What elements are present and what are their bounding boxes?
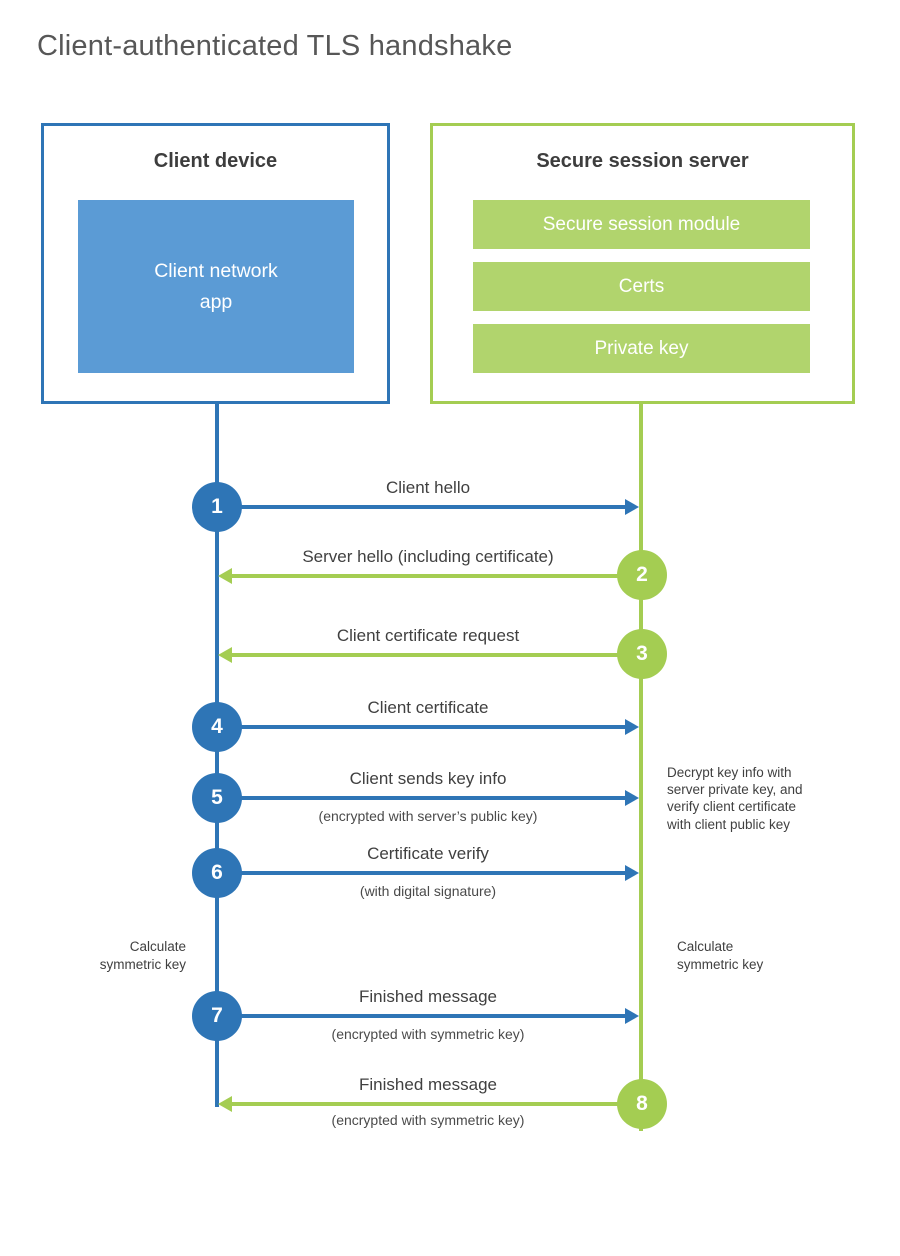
server-module-secure-session: Secure session module bbox=[473, 200, 810, 249]
client-device-title: Client device bbox=[153, 150, 278, 172]
secure-session-server-title: Secure session server bbox=[536, 150, 749, 172]
step-badge-1: 1 bbox=[192, 482, 242, 532]
arrow-step-8 bbox=[218, 1096, 620, 1112]
arrow-step-4 bbox=[240, 719, 639, 735]
arrow-step-2 bbox=[218, 568, 620, 584]
step-badge-4: 4 bbox=[192, 702, 242, 752]
message-sublabel-step-7: (encrypted with symmetric key) bbox=[331, 1026, 525, 1042]
arrowhead-left-icon bbox=[218, 1096, 232, 1112]
step-badge-8: 8 bbox=[617, 1079, 667, 1129]
arrow-step-6 bbox=[240, 865, 639, 881]
arrowhead-right-icon bbox=[625, 1008, 639, 1024]
message-sublabel-step-5: (encrypted with server’s public key) bbox=[318, 808, 538, 824]
client-network-app-label: Client network app bbox=[154, 260, 278, 313]
step-badge-6: 6 bbox=[192, 848, 242, 898]
decrypt-key-info-note: Decrypt key info with server private key… bbox=[667, 765, 803, 832]
arrowhead-left-icon bbox=[218, 647, 232, 663]
message-label-step-8: Finished message bbox=[359, 1075, 497, 1094]
arrowhead-right-icon bbox=[625, 865, 639, 881]
arrow-step-3 bbox=[218, 647, 620, 663]
calculate-symmetric-key-client: Calculate symmetric key bbox=[99, 939, 186, 972]
arrow-step-1 bbox=[240, 499, 639, 515]
message-label-step-3: Client certificate request bbox=[336, 626, 520, 645]
message-label-step-4: Client certificate bbox=[367, 698, 489, 717]
message-label-step-1: Client hello bbox=[385, 478, 471, 497]
step-badge-7: 7 bbox=[192, 991, 242, 1041]
step-badge-3: 3 bbox=[617, 629, 667, 679]
message-label-step-2: Server hello (including certificate) bbox=[302, 547, 554, 566]
message-label-step-6: Certificate verify bbox=[367, 844, 489, 863]
arrowhead-right-icon bbox=[625, 499, 639, 515]
step-badge-2: 2 bbox=[617, 550, 667, 600]
step-badge-5: 5 bbox=[192, 773, 242, 823]
client-network-app-box: Client network app bbox=[78, 200, 354, 373]
arrowhead-left-icon bbox=[218, 568, 232, 584]
server-module-certs: Certs bbox=[473, 262, 810, 311]
message-sublabel-step-8: (encrypted with symmetric key) bbox=[331, 1112, 525, 1128]
server-module-private-key: Private key bbox=[473, 324, 810, 373]
page-title: Client-authenticated TLS handshake bbox=[37, 30, 513, 62]
arrow-step-7 bbox=[240, 1008, 639, 1024]
arrow-step-5 bbox=[240, 790, 639, 806]
calculate-symmetric-key-server: Calculate symmetric key bbox=[677, 939, 764, 972]
message-label-step-7: Finished message bbox=[359, 987, 497, 1006]
server-lifeline bbox=[639, 404, 643, 1131]
client-lifeline bbox=[215, 404, 219, 1107]
arrowhead-right-icon bbox=[625, 790, 639, 806]
message-sublabel-step-6: (with digital signature) bbox=[359, 883, 497, 899]
message-label-step-5: Client sends key info bbox=[349, 769, 507, 788]
arrowhead-right-icon bbox=[625, 719, 639, 735]
